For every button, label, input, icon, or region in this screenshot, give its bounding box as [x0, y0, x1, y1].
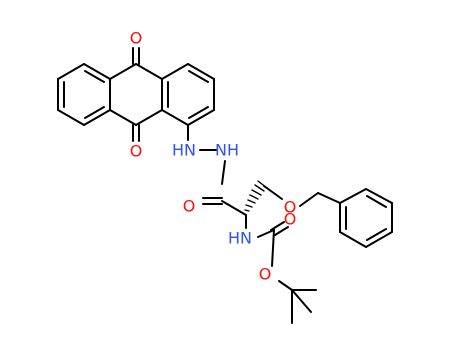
bond — [299, 192, 319, 207]
bond — [221, 200, 247, 216]
benzyl-ether-chain — [263, 185, 341, 207]
methyl-bond — [291, 289, 312, 313]
carbamate-carbonyl-oxygen-label: O — [284, 210, 297, 229]
bond — [278, 280, 293, 291]
aromatic-bond — [188, 70, 209, 83]
bond — [187, 63, 215, 80]
bond — [57, 109, 85, 126]
anthraquinone-central-ring — [109, 47, 163, 142]
oxygen-atom-label: O — [284, 198, 297, 217]
anthraquinone-left-ring — [57, 63, 111, 126]
oxygen-atom-label: O — [183, 197, 196, 216]
phenyl-ring — [339, 188, 393, 248]
boc-group — [245, 214, 317, 324]
bond — [161, 63, 189, 80]
bond — [135, 63, 163, 80]
bond — [83, 109, 111, 126]
bond — [221, 160, 226, 185]
bond — [339, 231, 367, 248]
oxygen-atom-label: O — [130, 29, 143, 48]
oxygen-atom-label: O — [130, 142, 143, 161]
bond — [109, 63, 137, 80]
bond — [365, 231, 393, 248]
nitrogen-atom-label: NH — [215, 141, 239, 160]
bond — [187, 109, 215, 126]
bond — [257, 229, 275, 238]
bond — [161, 109, 189, 126]
nitrogen-atom-label: HN — [228, 229, 252, 248]
bond — [317, 192, 341, 204]
bond — [57, 63, 85, 80]
bond — [263, 185, 283, 200]
bond — [339, 188, 367, 204]
carbonyl-bond — [274, 226, 289, 236]
nitrogen-atom-label: HN — [172, 141, 196, 160]
aromatic-bond — [84, 70, 105, 83]
aromatic-bond — [188, 106, 209, 119]
oxygen-atom-label: O — [259, 265, 272, 284]
atom-labels: O O HN NH O O HN O O O — [130, 29, 297, 284]
bond — [83, 63, 111, 80]
aromatic-bond — [366, 195, 387, 208]
aromatic-bond — [366, 228, 387, 241]
bond — [135, 109, 163, 126]
bond — [365, 188, 393, 204]
anthraquinone-right-ring — [161, 63, 215, 141]
carbonyl-bond — [270, 221, 285, 231]
bond — [271, 229, 275, 267]
bond — [109, 109, 137, 126]
hydrazide-chain — [199, 149, 247, 216]
aromatic-bond — [84, 106, 105, 119]
